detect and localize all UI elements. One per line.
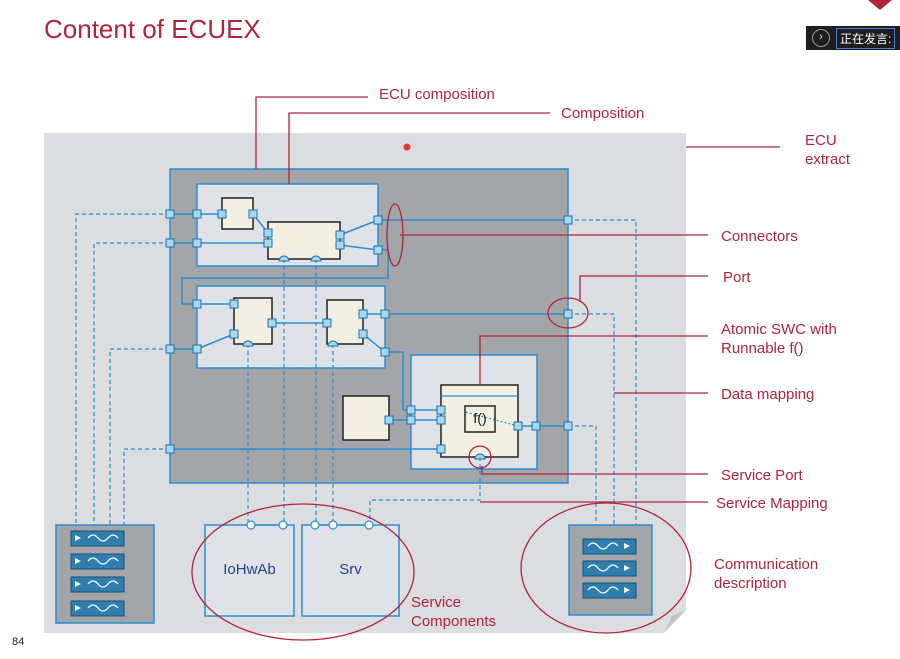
atomic-swc-label-2: Runnable f() [721,340,804,357]
swc-b [267,221,341,260]
swc-e [342,395,390,441]
connectors-label: Connectors [721,228,798,245]
corner-marker [868,0,892,10]
iohwab-label: IoHwAb [223,561,276,578]
communication-label-1: Communication [714,556,819,573]
page-number: 84 [12,636,25,648]
chevron-right-icon[interactable]: › [812,29,830,47]
port-label: Port [723,269,751,286]
composition-label: Composition [561,105,645,122]
port-highlight [547,297,589,329]
service-components-label-1: Service [411,594,462,611]
srv-label: Srv [339,561,362,578]
service-components-highlight [191,503,415,641]
speaking-label: 正在发言: [836,27,896,49]
ecu-extract-label-1: ECU [805,132,837,149]
swc-a [221,197,254,230]
atomic-swc-label-1: Atomic SWC with [721,321,837,338]
swc-c [233,297,273,345]
data-mapping-label: Data mapping [721,386,815,403]
speaking-indicator[interactable]: › 正在发言: [806,26,900,50]
runnable-function-label: f() [473,410,487,426]
ecu-extract-label-2: extract [805,151,851,168]
iohwab-box [204,524,295,617]
laser-pointer [403,143,411,151]
swc-d [326,299,364,345]
service-port-label: Service Port [721,467,803,484]
ecu-composition-label: ECU composition [379,86,495,103]
service-components-label-2: Components [411,613,497,630]
service-port-highlight [468,445,492,469]
communication-label-2: description [714,575,787,592]
service-mapping-label: Service Mapping [716,495,828,512]
connectors-highlight [386,203,404,267]
signal-icon-right [582,538,637,599]
page-title: Content of ECUEX [44,14,261,44]
communication-highlight [520,502,692,634]
signal-icon [70,530,125,617]
